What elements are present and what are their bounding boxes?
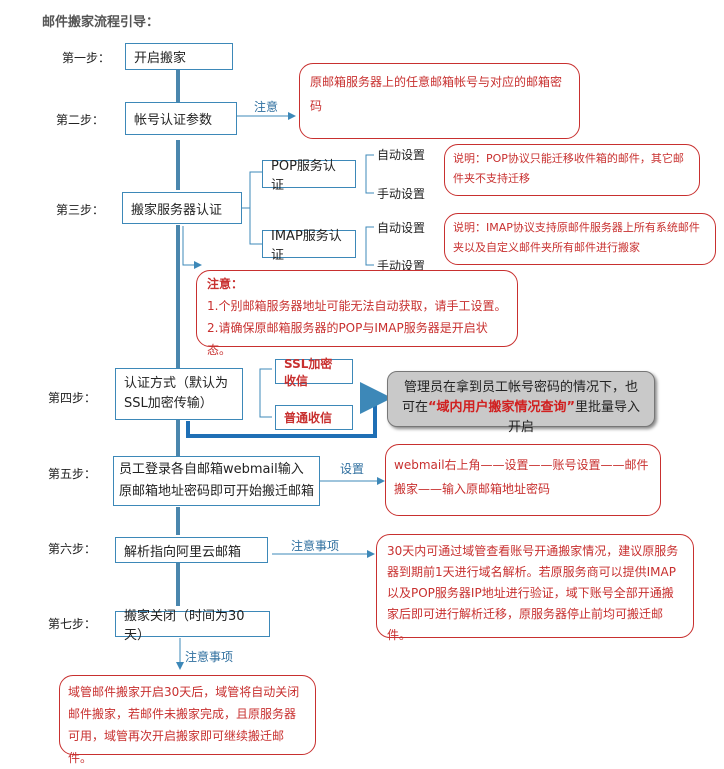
warning-title: 注意： bbox=[207, 277, 244, 291]
warning-note: 注意： 1.个别邮箱服务器地址可能无法自动获取，请手工设置。 2.请确保原邮箱服… bbox=[196, 270, 518, 357]
settings-label: 设置 bbox=[340, 462, 365, 476]
warning-item-2: 2.请确保原邮箱服务器的POP与IMAP服务器是开启状态。 bbox=[207, 321, 488, 357]
pop-note: 说明：POP协议只能迁移收件箱的邮件，其它邮件夹不支持迁移 bbox=[444, 144, 700, 196]
close-attention-note: 域管邮件搬家开启30天后，域管将自动关闭邮件搬家，若邮件未搬家完成，且原服务器可… bbox=[59, 675, 316, 765]
auth-params-box: 帐号认证参数 bbox=[125, 102, 237, 135]
pop-auto-option: 自动设置 bbox=[377, 148, 426, 162]
webmail-settings-note: webmail右上角——设置——账号设置——邮件搬家——输入原邮箱地址密码 bbox=[385, 444, 661, 516]
step-7-label: 第七步： bbox=[48, 617, 97, 631]
admin-text-pre: 管理员在拿到员工帐号密码的情况下，也可在 bbox=[401, 380, 638, 415]
warning-item-1: 1.个别邮箱服务器地址可能无法自动获取，请手工设置。 bbox=[207, 299, 507, 313]
admin-text-post: 里批量导入开启 bbox=[507, 400, 641, 435]
server-auth-box: 搬家服务器认证 bbox=[122, 192, 242, 224]
auth-mode-box: 认证方式（默认为SSL加密传输） bbox=[115, 368, 243, 420]
attention-label-7: 注意事项 bbox=[185, 650, 234, 664]
imap-manual-option: 手动设置 bbox=[377, 259, 426, 273]
imap-auth-box: IMAP服务认证 bbox=[262, 229, 356, 263]
page-title: 邮件搬家流程引导： bbox=[42, 15, 160, 30]
employee-login-box: 员工登录各自邮箱webmail输入原邮箱地址密码即可开始搬迁邮箱 bbox=[113, 456, 320, 506]
normal-receive-box: 普通收信 bbox=[275, 405, 353, 430]
step-3-label: 第三步： bbox=[56, 203, 105, 217]
move-close-box: 搬家关闭（时间为30天） bbox=[115, 609, 270, 643]
step-6-label: 第六步： bbox=[48, 542, 97, 556]
note-label: 注意 bbox=[254, 100, 279, 114]
dns-attention-note: 30天内可通过域管查看账号开通搬家情况，建议原服务器到期前1天进行域名解析。若原… bbox=[376, 534, 694, 642]
domain-user-query-link: “域内用户搬家情况查询” bbox=[427, 400, 576, 415]
step-5-label: 第五步： bbox=[48, 467, 97, 481]
pop-manual-option: 手动设置 bbox=[377, 187, 426, 201]
admin-import-note: 管理员在拿到员工帐号密码的情况下，也可在“域内用户搬家情况查询”里批量导入开启 bbox=[387, 371, 655, 435]
ssl-receive-box: SSL加密收信 bbox=[275, 357, 353, 388]
imap-auto-option: 自动设置 bbox=[377, 221, 426, 235]
attention-label-6: 注意事项 bbox=[291, 539, 340, 553]
step-2-label: 第二步： bbox=[56, 113, 105, 127]
step-4-label: 第四步： bbox=[48, 391, 97, 405]
imap-note: 说明：IMAP协议支持原邮件服务器上所有系统邮件夹以及自定义邮件夹所有邮件进行搬… bbox=[444, 213, 716, 265]
credential-note: 原邮箱服务器上的任意邮箱帐号与对应的邮箱密码 bbox=[299, 63, 580, 139]
pop-auth-box: POP服务认证 bbox=[262, 159, 356, 193]
start-box: 开启搬家 bbox=[125, 43, 233, 70]
dns-resolve-box: 解析指向阿里云邮箱 bbox=[115, 537, 268, 563]
step-1-label: 第一步： bbox=[62, 51, 111, 65]
